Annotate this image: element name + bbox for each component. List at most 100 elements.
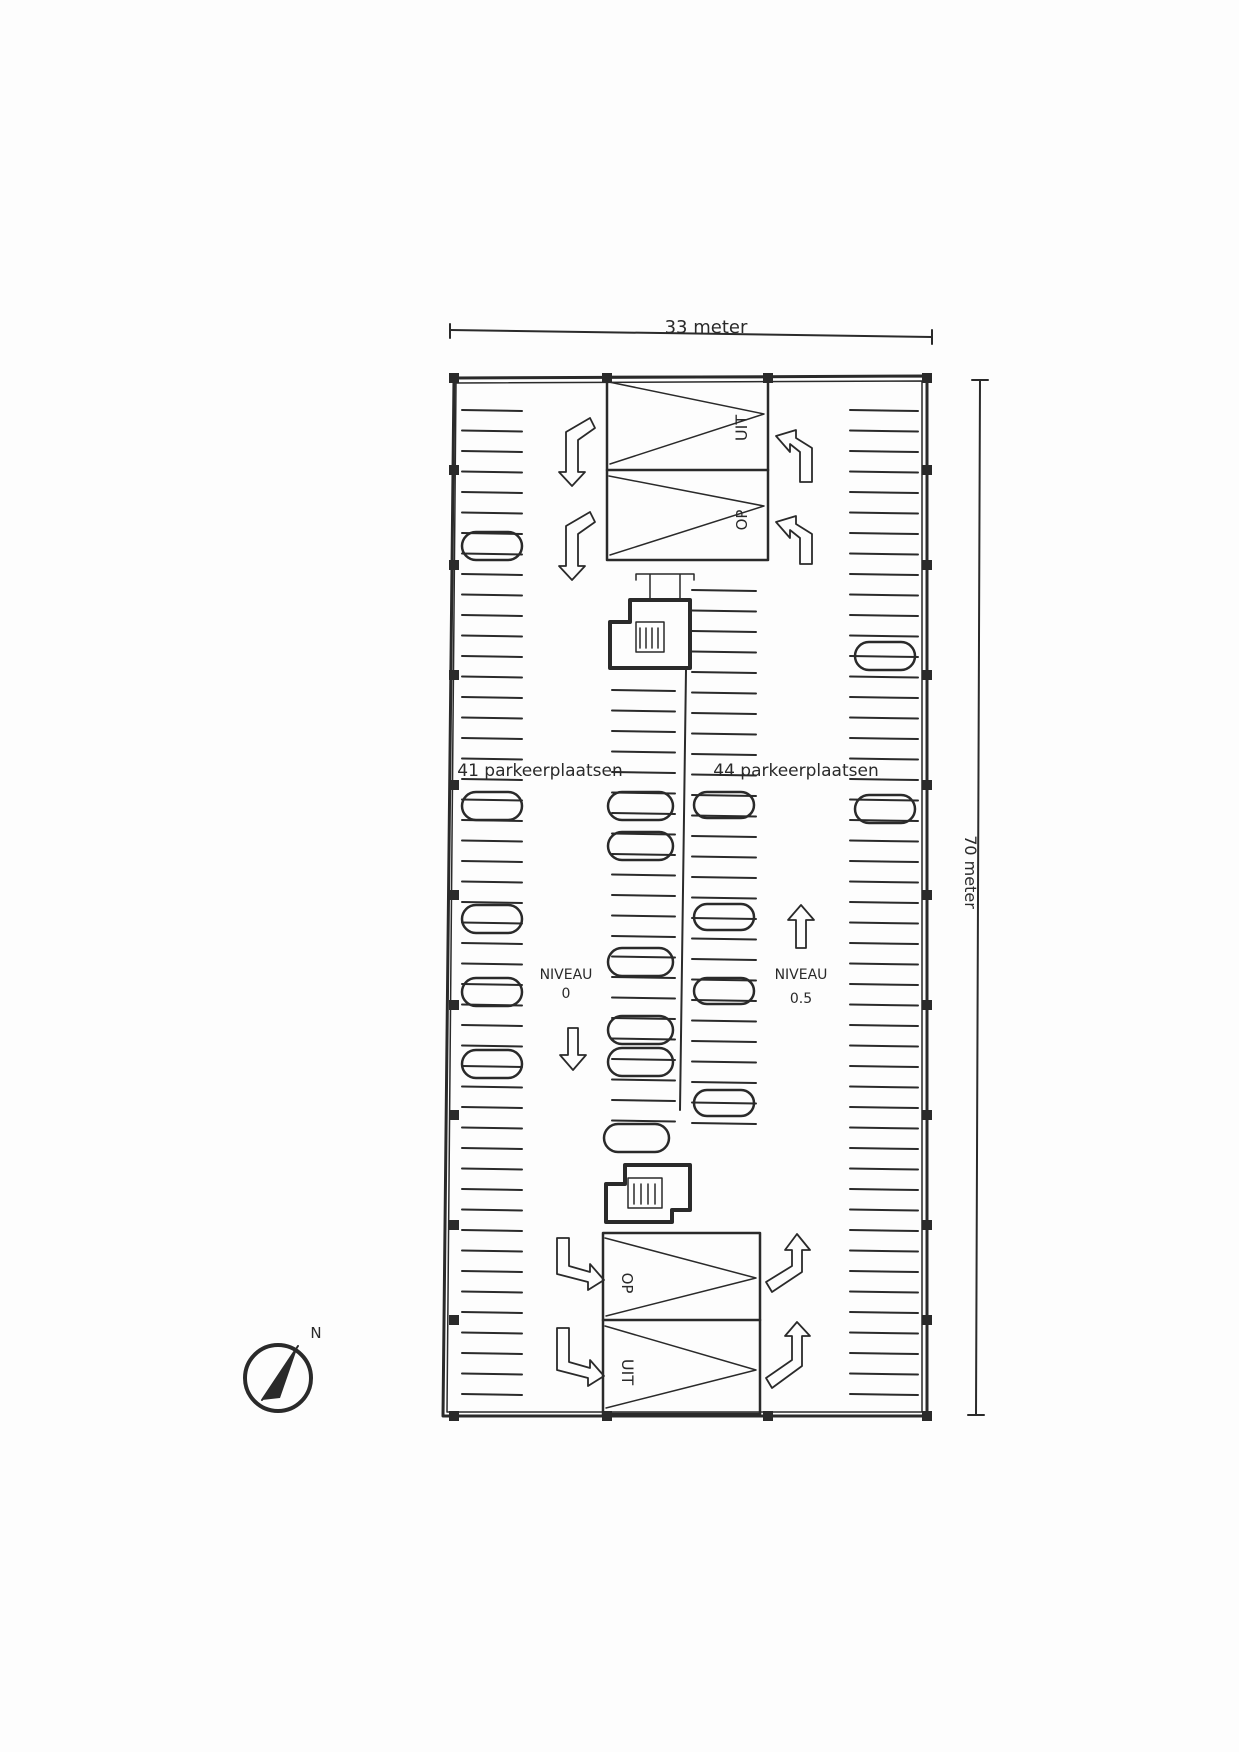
parking-stall-line [849, 716, 919, 720]
parking-stall-line [691, 855, 757, 859]
parking-stall-line [691, 1060, 757, 1064]
structural-column [922, 780, 932, 790]
parking-stall-line [849, 696, 919, 699]
parked-car [460, 903, 524, 935]
structural-column [449, 1110, 459, 1120]
ramp-block-top: UIT OP [605, 375, 770, 562]
structural-column [922, 1315, 932, 1325]
parked-car [460, 530, 524, 562]
parking-stall-line [849, 491, 919, 494]
parking-stall-line [691, 1019, 757, 1023]
parking-stall-line [691, 732, 757, 736]
parking-stall-line [849, 634, 919, 638]
parking-stall-line [461, 860, 523, 863]
parking-stall-line [849, 1229, 919, 1232]
right-capacity-label: 44 parkeerplaatsen [713, 761, 878, 781]
parking-stall-line [461, 1188, 523, 1191]
stair-core-bottom [604, 1163, 692, 1224]
parked-car [460, 790, 524, 822]
parking-stall-line [461, 634, 523, 638]
parking-stall-line [461, 1352, 523, 1355]
parking-stall-line [611, 873, 676, 877]
parking-stall-line [849, 614, 919, 617]
structural-columns [449, 373, 932, 1421]
parking-stall-line [691, 630, 757, 633]
parking-stall-line [461, 901, 523, 904]
arrow-entry-icon [775, 429, 813, 483]
parking-stall-line [461, 798, 523, 802]
parking-stall-line [611, 935, 676, 938]
parking-stall-line [691, 958, 757, 961]
parking-stall-line [691, 1040, 757, 1043]
parking-stall-line [691, 937, 757, 941]
structural-column [449, 560, 459, 570]
right-level-label: NIVEAU [775, 967, 828, 983]
parking-stall-line [461, 1106, 523, 1109]
north-arrow-icon: N [243, 1324, 322, 1413]
ramp-block-bottom: OP UIT [601, 1231, 762, 1416]
level-divider [679, 669, 687, 1111]
parking-stall-line [611, 894, 676, 897]
parking-stall-line [461, 1270, 523, 1273]
parking-stall-line [461, 593, 523, 597]
parking-stall-line [611, 771, 676, 774]
structural-column [922, 670, 932, 680]
parking-stall-line [461, 1331, 523, 1335]
structural-column [922, 560, 932, 570]
parking-stall-line [691, 917, 757, 920]
parking-stall-line [461, 757, 523, 761]
parking-stall-line [461, 716, 523, 720]
structural-column [449, 1315, 459, 1325]
parking-stall-line [849, 1188, 919, 1191]
structural-column [922, 1220, 932, 1230]
structural-column [763, 1411, 773, 1421]
parking-stall-line [461, 1126, 523, 1130]
parking-stall-line [849, 409, 919, 412]
structural-column [449, 1000, 459, 1010]
parking-stall-line [849, 552, 919, 556]
arrow-entry-icon [556, 1237, 605, 1291]
parking-stall-line [849, 1331, 919, 1335]
parking-stall-line [461, 1372, 523, 1376]
arrow-exit-icon [558, 511, 596, 581]
parking-stall-line [461, 880, 523, 884]
structural-column [449, 1411, 459, 1421]
parking-stall-line [611, 709, 676, 713]
parking-stall-line [849, 962, 919, 966]
parking-stall-line [849, 511, 919, 515]
parking-stall-line [849, 1311, 919, 1314]
parking-stall-line [461, 614, 523, 617]
parking-stall-line [691, 896, 757, 900]
parking-stall-line [849, 798, 919, 802]
north-label: N [310, 1324, 321, 1342]
arrow-entry-icon [775, 515, 813, 565]
parking-stall-line [461, 1085, 523, 1089]
ramp-bottom-down-label: UIT [618, 1359, 637, 1385]
parking-stall-line [849, 1372, 919, 1376]
structural-column [922, 465, 932, 475]
parked-car [602, 1122, 671, 1154]
parking-stall-line [611, 853, 676, 856]
parking-stall-line [849, 1167, 919, 1171]
arrow-up-icon [787, 904, 815, 949]
parking-stall-line [691, 835, 757, 838]
parking-stall-line [461, 655, 523, 658]
ramp-top-down-label: UIT [732, 415, 751, 441]
arrow-entry-icon [556, 1327, 605, 1387]
traffic-arrows [556, 417, 815, 1389]
parking-stall-line [691, 671, 757, 674]
parking-stall-line [461, 1290, 523, 1294]
structural-column [602, 1411, 612, 1421]
parking-stall-line [611, 750, 676, 754]
parking-stall-line [461, 737, 523, 740]
parked-cars [460, 530, 917, 1154]
left-level-label: NIVEAU [540, 967, 593, 983]
stair-core-top [608, 573, 695, 670]
parking-stall-line [461, 409, 523, 412]
left-level-value: 0 [562, 986, 571, 1002]
parking-stall-line [691, 650, 757, 654]
parking-stall-line [461, 1065, 523, 1068]
parking-stall-line [849, 1208, 919, 1212]
parking-stall-line [849, 1065, 919, 1068]
parked-car [606, 1014, 675, 1046]
